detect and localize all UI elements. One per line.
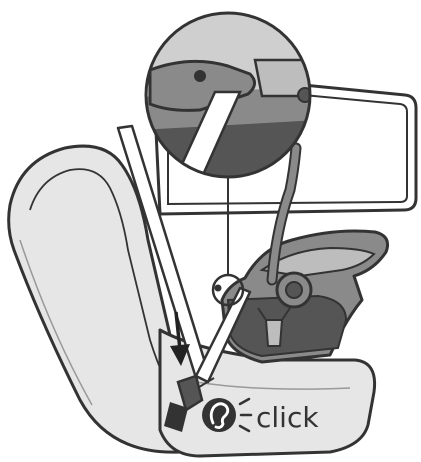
click-sound-label: click: [256, 398, 336, 438]
belt-guide-dot: [215, 285, 222, 292]
ear-sound-icon: [202, 398, 251, 432]
